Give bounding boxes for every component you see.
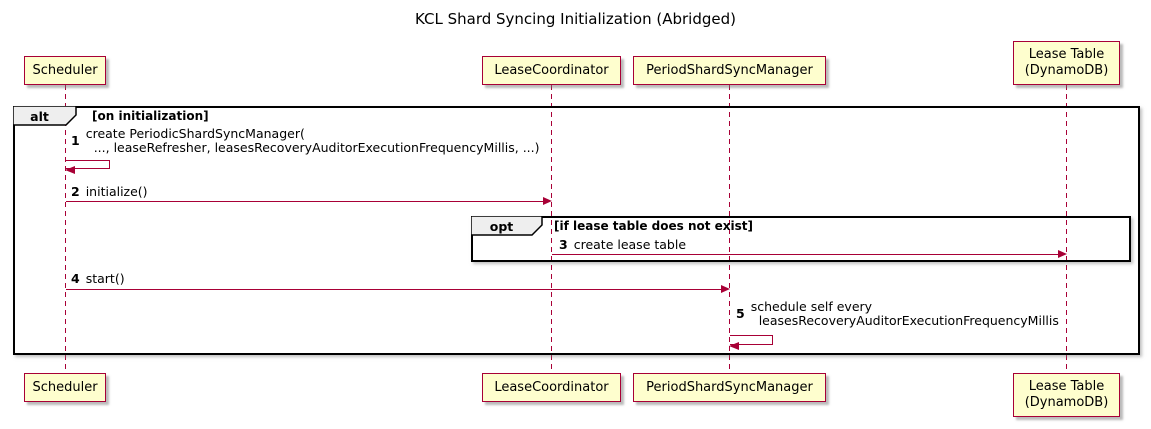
message-5-text-line2: leasesRecoveryAuditorExecutionFrequencyM… <box>758 313 1059 328</box>
message-1-number: 1 <box>71 133 80 148</box>
alt-frame-pentagon <box>13 106 77 126</box>
message-4-number: 4 <box>71 271 80 286</box>
participant-leasecoordinator-bottom: LeaseCoordinator <box>482 373 621 402</box>
opt-frame-pentagon <box>471 216 543 236</box>
message-4-arrowhead <box>721 285 730 293</box>
message-4-arrow-line <box>66 289 724 290</box>
message-5-self-arrow <box>729 335 773 350</box>
message-1-self-arrow <box>65 160 110 174</box>
message-1-text-line1: create PeriodicShardSyncManager( <box>85 126 305 141</box>
message-5: 5 schedule self every leasesRecoveryAudi… <box>736 300 1059 328</box>
participant-lease-table-bottom: Lease Table (DynamoDB) <box>1013 373 1120 417</box>
message-2-text: initialize() <box>85 184 148 199</box>
message-5-arrowhead <box>729 341 739 350</box>
message-4-arrow <box>66 285 730 294</box>
message-1-arrowhead <box>65 165 75 174</box>
message-5-text-line1: schedule self every <box>750 299 873 314</box>
message-5-number: 5 <box>736 306 745 321</box>
participant-lease-table-top: Lease Table (DynamoDB) <box>1013 41 1120 85</box>
alt-frame <box>13 106 1140 355</box>
lifeline-scheduler <box>65 85 66 373</box>
opt-frame-keyword: opt <box>489 219 514 234</box>
message-3-arrow-line <box>552 254 1061 255</box>
diagram-title: KCL Shard Syncing Initialization (Abridg… <box>415 10 736 28</box>
message-3: 3 create lease table <box>559 238 686 252</box>
message-3-arrow <box>552 250 1067 259</box>
message-2-arrow-line <box>66 201 546 202</box>
alt-frame-keyword: alt <box>30 109 49 124</box>
alt-frame-condition: [on initialization] <box>92 109 209 123</box>
message-4: 4 start() <box>71 272 125 286</box>
opt-frame-condition: [if lease table does not exist] <box>554 219 754 233</box>
lifeline-periodshardsyncmanager <box>729 85 730 373</box>
lifeline-leasecoordinator <box>551 85 552 373</box>
message-1: 1 create PeriodicShardSyncManager( ..., … <box>71 127 540 155</box>
message-3-number: 3 <box>559 237 568 252</box>
opt-frame <box>471 216 1131 262</box>
participant-periodshardsyncmanager-bottom: PeriodShardSyncManager <box>633 373 826 402</box>
message-4-text: start() <box>85 271 125 286</box>
message-2-arrowhead <box>543 197 552 205</box>
lifeline-lease-table <box>1066 85 1067 373</box>
participant-scheduler-top: Scheduler <box>24 56 106 85</box>
message-3-text: create lease table <box>573 237 687 252</box>
participant-periodshardsyncmanager-top: PeriodShardSyncManager <box>633 56 826 85</box>
participant-leasecoordinator-top: LeaseCoordinator <box>482 56 621 85</box>
message-3-arrowhead <box>1058 250 1067 258</box>
message-2-number: 2 <box>71 184 80 199</box>
message-2-arrow <box>66 197 552 206</box>
message-1-text-line2: ..., leaseRefresher, leasesRecoveryAudit… <box>93 140 540 155</box>
message-2: 2 initialize() <box>71 185 148 199</box>
participant-scheduler-bottom: Scheduler <box>24 373 106 402</box>
